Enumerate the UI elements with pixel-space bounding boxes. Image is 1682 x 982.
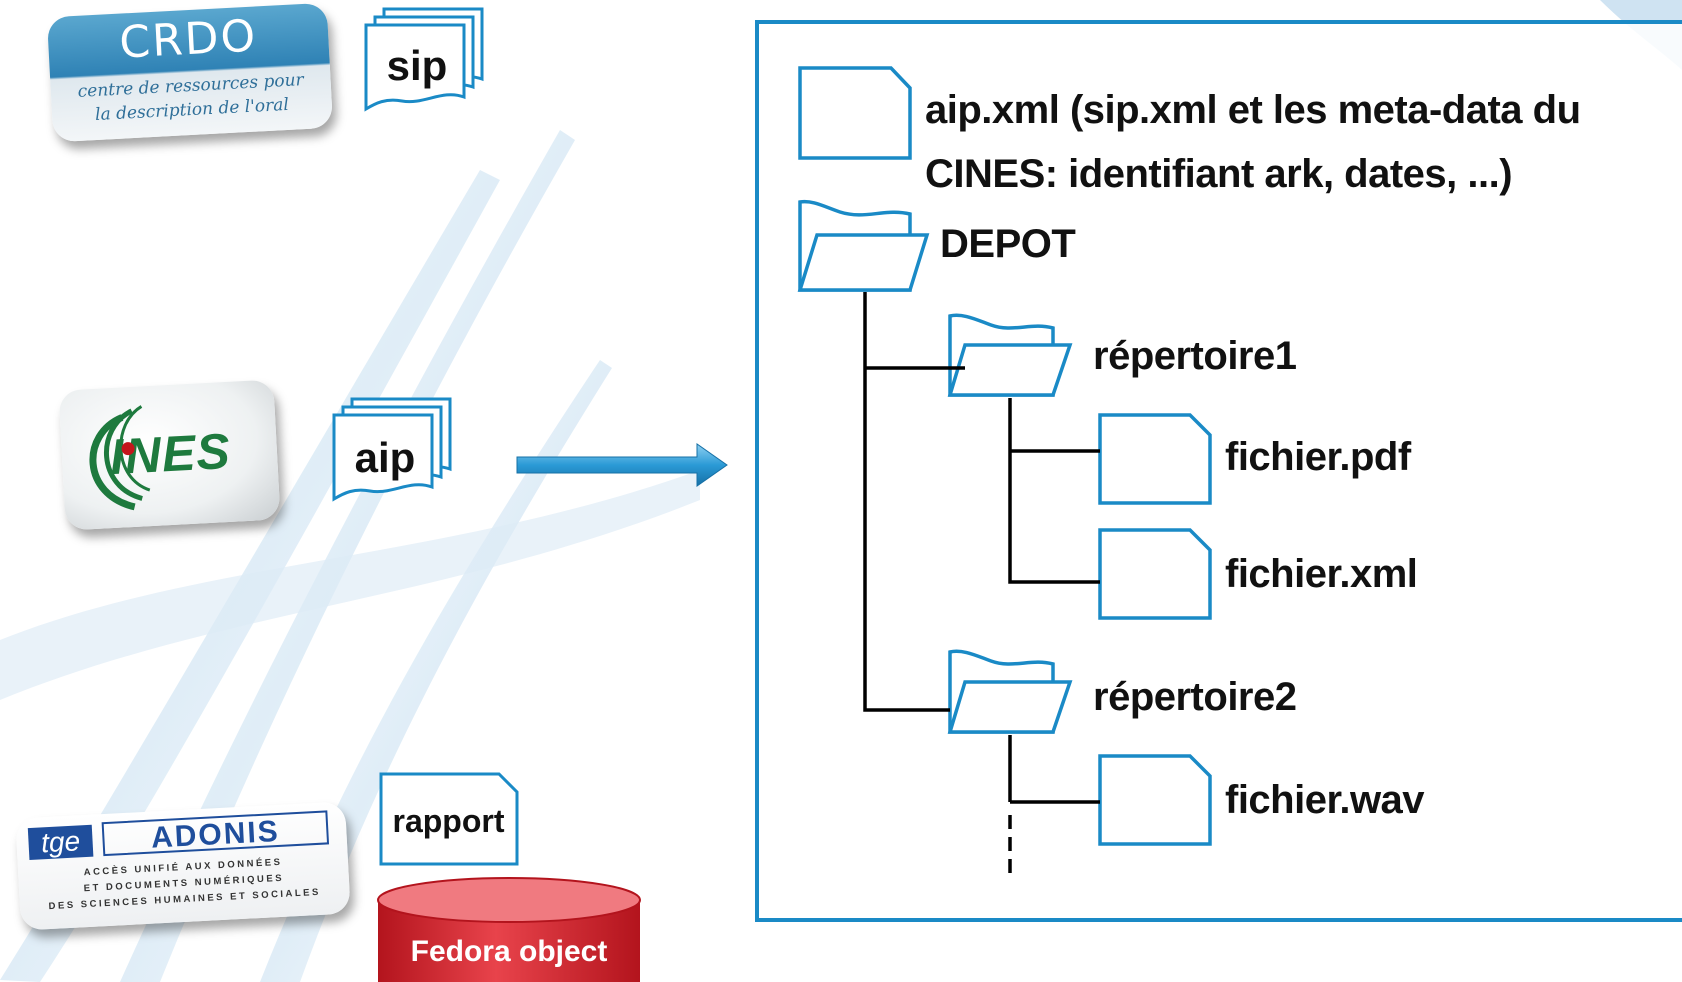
crdo-logo-title: CRDO — [118, 10, 259, 69]
adonis-logo-name: ADONIS — [101, 810, 330, 857]
crdo-logo: CRDO centre de ressources pour la descri… — [46, 2, 334, 143]
sip-label: sip — [386, 42, 448, 89]
repertoire2-folder-icon — [947, 649, 1073, 734]
repertoire2-label: répertoire2 — [1093, 675, 1297, 719]
aip-structure-tree — [797, 66, 1212, 880]
fichier-xml-label: fichier.xml — [1225, 552, 1418, 596]
repertoire1-folder-icon — [947, 313, 1073, 397]
fichier-wav-label: fichier.wav — [1225, 778, 1425, 822]
fichier-pdf-file-icon — [1098, 413, 1212, 505]
adonis-logo-tge: tge — [27, 824, 94, 861]
fedora-database-icon — [377, 877, 641, 982]
repertoire1-label: répertoire1 — [1093, 334, 1297, 378]
fichier-wav-file-icon — [1098, 754, 1212, 846]
aip-documents-icon — [332, 397, 452, 502]
transfer-arrow-icon — [516, 443, 728, 487]
fedora-object-label: Fedora object — [410, 935, 608, 968]
sip-documents-icon — [364, 7, 484, 112]
adonis-logo: tge ADONIS ACCÈS UNIFIÉ AUX DONNÉES ET D… — [15, 801, 351, 931]
fichier-xml-file-icon — [1098, 528, 1212, 620]
cines-logo: INES — [58, 379, 281, 531]
fichier-pdf-label: fichier.pdf — [1225, 435, 1411, 479]
aip-xml-label-line2: CINES: identifiant ark, dates, ...) — [925, 152, 1513, 196]
aip-xml-file-icon — [798, 66, 912, 160]
tree-connectors — [863, 292, 1100, 880]
cines-logo-arcs — [89, 405, 151, 511]
aip-label: aip — [354, 434, 416, 481]
depot-folder-icon — [797, 199, 930, 292]
rapport-document-icon — [379, 772, 519, 866]
rapport-label: rapport — [392, 803, 505, 839]
aip-xml-label-line1: aip.xml (sip.xml et les meta-data du — [925, 88, 1581, 132]
depot-label: DEPOT — [940, 222, 1076, 266]
aip-structure-panel — [755, 20, 1682, 922]
